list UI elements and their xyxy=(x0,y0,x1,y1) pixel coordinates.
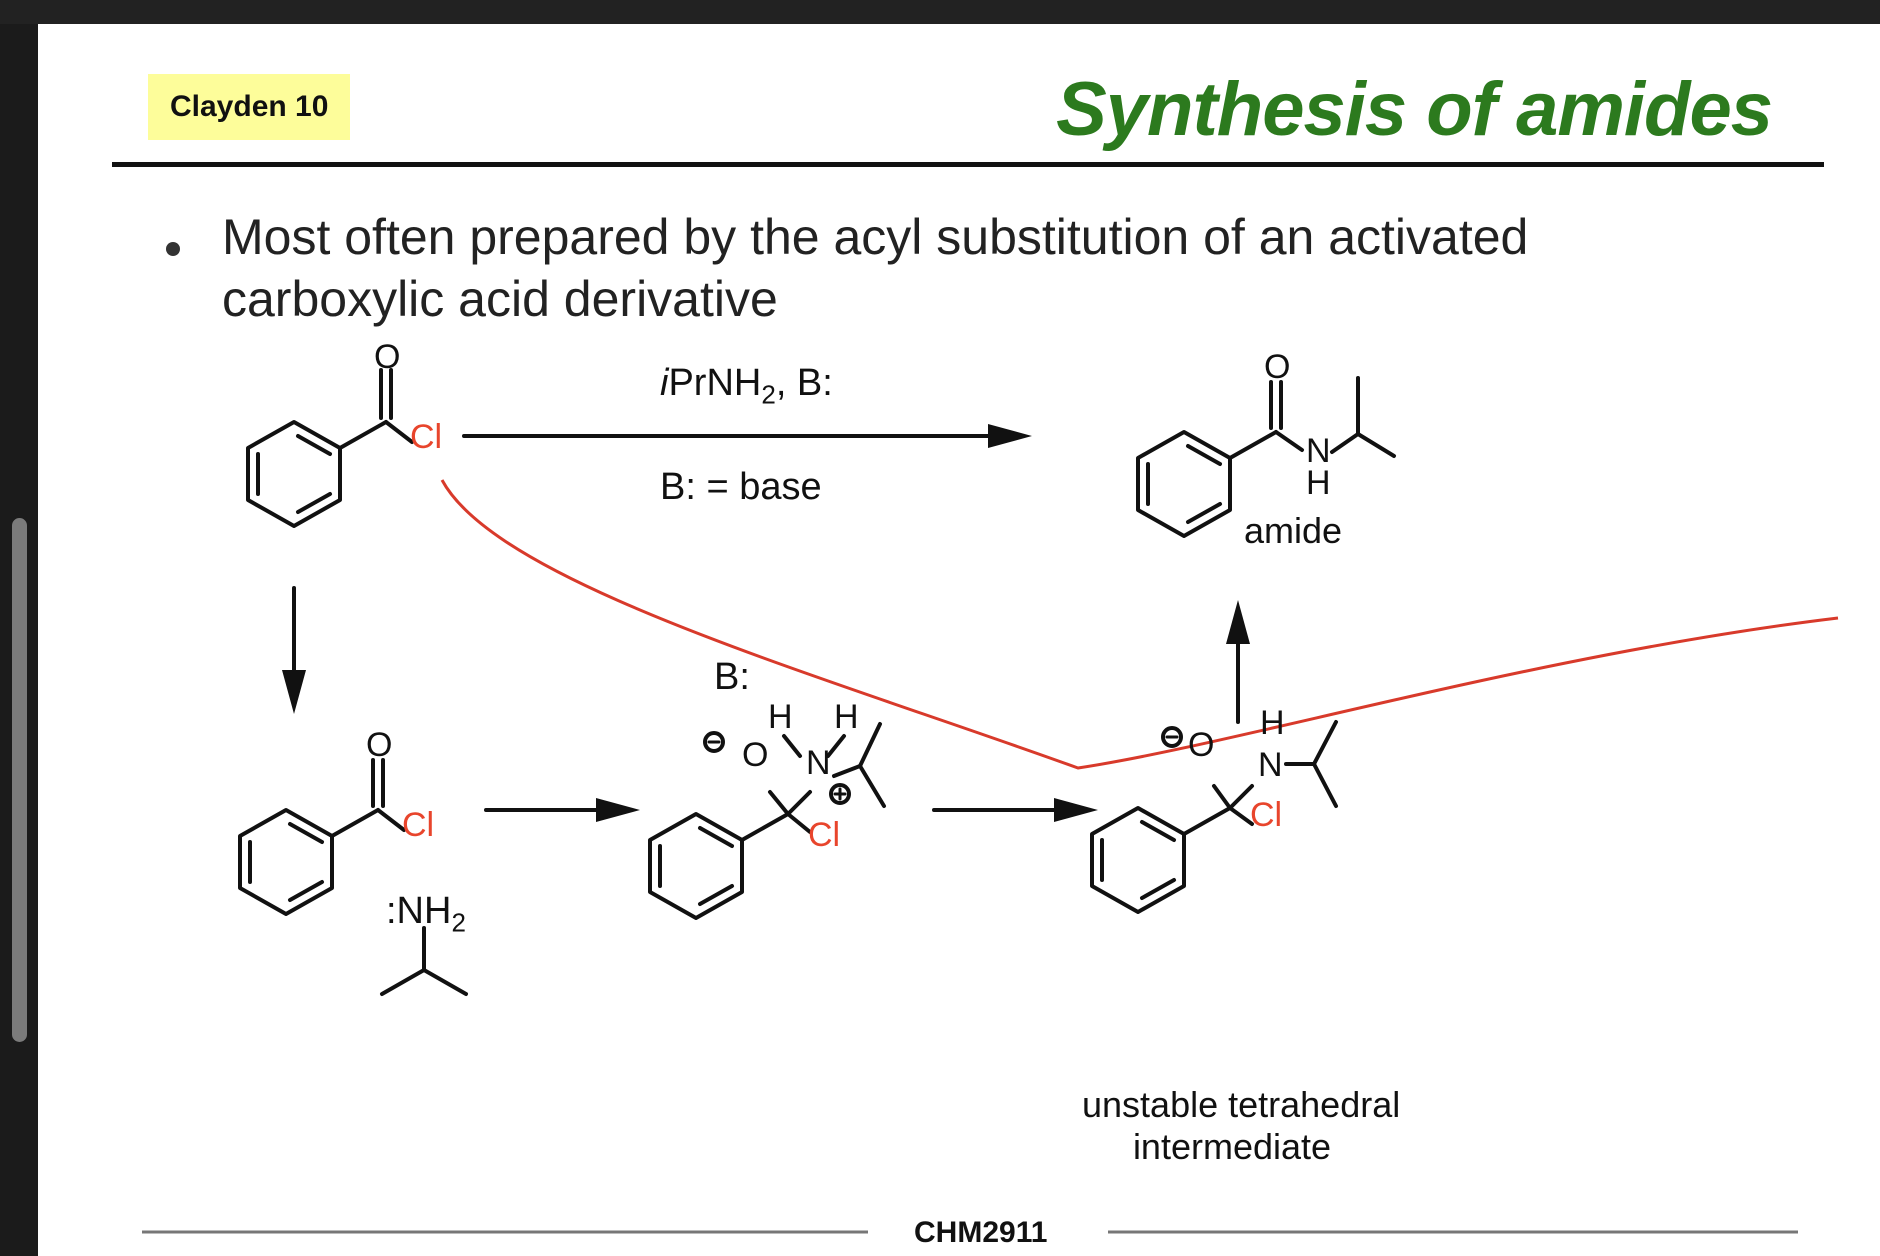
atom-o-4: O xyxy=(742,736,769,774)
isopropylamine xyxy=(380,926,468,996)
reaction-scheme xyxy=(112,162,1839,1234)
course-code-footer: CHM2911 xyxy=(914,1216,1048,1249)
benzoyl-chloride-bottom xyxy=(238,758,406,916)
atom-cl-1: Cl xyxy=(410,418,443,456)
atom-o-3: O xyxy=(366,726,393,764)
atom-o-5: O xyxy=(1188,726,1215,764)
atom-n-5: N xyxy=(1258,746,1283,784)
atom-cl-4: Cl xyxy=(808,816,841,854)
intermediate-caption-line2: intermediate xyxy=(1132,1126,1332,1167)
arrowhead-bottom-2 xyxy=(1054,798,1098,822)
chapter-tag: Clayden 10 xyxy=(148,74,351,140)
title-underline xyxy=(112,162,1824,167)
atom-cl-3: Cl xyxy=(402,806,435,844)
bullet-text: Most often prepared by the acyl substitu… xyxy=(222,209,1529,327)
tetrahedral-intermediate xyxy=(1090,720,1338,914)
benzoyl-chloride-top xyxy=(246,368,414,528)
atom-n-2: N xyxy=(1306,432,1331,470)
atom-o-1: O xyxy=(374,338,401,376)
zwitterion-intermediate xyxy=(648,722,886,920)
slide-canvas: Clayden 10 Synthesis of amides Most ofte… xyxy=(38,24,1880,1256)
arrowhead-up xyxy=(1226,600,1250,644)
intermediate-caption-line1: unstable tetrahedral xyxy=(1082,1084,1401,1125)
amide-caption: amide xyxy=(1244,510,1343,551)
atom-h-4b: H xyxy=(834,698,859,736)
amine-label: :NH2 xyxy=(386,890,466,938)
arrowhead-top xyxy=(988,424,1032,448)
atom-h-2: H xyxy=(1306,464,1331,502)
arrowhead-down xyxy=(282,670,306,714)
atom-h-4a: H xyxy=(768,698,793,736)
arrowhead-bottom-1 xyxy=(596,798,640,822)
slide-title: Synthesis of amides xyxy=(1056,67,1773,152)
reagent-base-definition: B: = base xyxy=(660,466,822,508)
atom-n-4: N xyxy=(806,744,831,782)
vertical-scrollbar-thumb[interactable] xyxy=(12,518,27,1042)
window-top-bar xyxy=(0,0,1880,24)
left-gutter xyxy=(0,24,38,1256)
atom-o-2: O xyxy=(1264,348,1291,386)
amide-product xyxy=(1136,376,1396,538)
annotation-curve xyxy=(440,479,1839,770)
atom-h-5: H xyxy=(1260,704,1285,742)
base-label: B: xyxy=(714,656,750,698)
reagent-amine-base: iPrNH2, B: xyxy=(660,362,833,410)
atom-cl-5: Cl xyxy=(1250,796,1283,834)
bullet-dot xyxy=(166,242,180,256)
